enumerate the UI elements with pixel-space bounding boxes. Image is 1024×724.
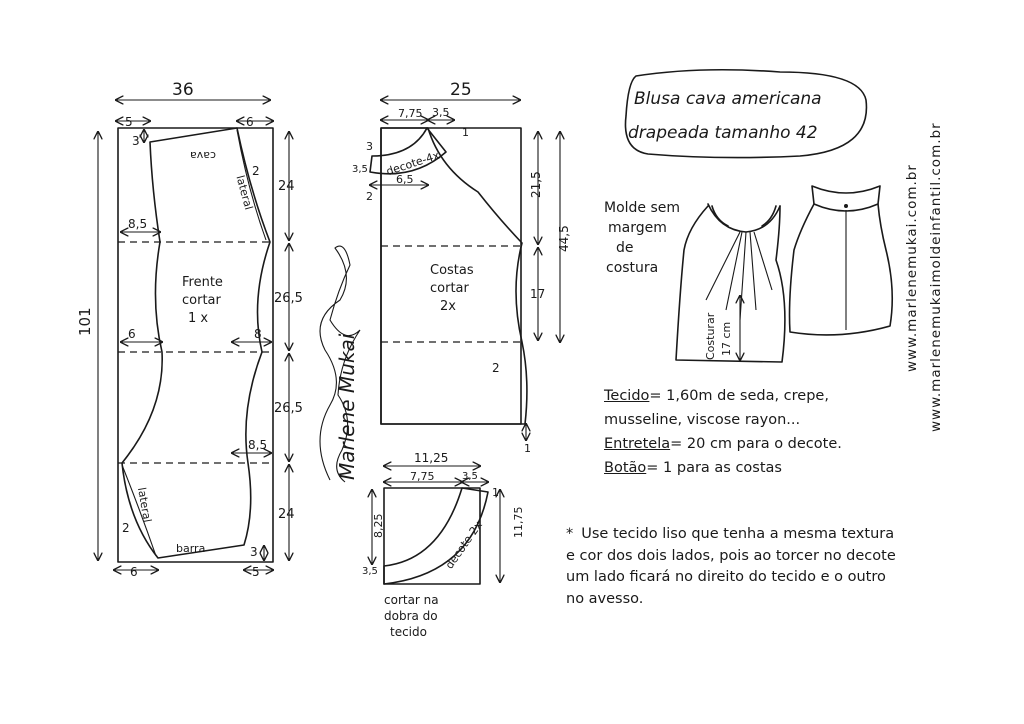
front-cut-count: 1 x <box>188 311 208 326</box>
back-cut-line <box>380 127 528 425</box>
back-pattern-piece: 25 7,75 3,5 1 3 3,5 2 6,5 decote-4x 21,5… <box>352 80 571 455</box>
front-hem-word: barra <box>176 542 205 555</box>
subtitle-line-3: de <box>616 240 634 256</box>
subtitle-line-1: Molde sem <box>604 200 680 216</box>
back-garment-sketch <box>788 185 894 336</box>
collar-cut-line <box>383 487 489 585</box>
back-neck-side-label: 3,5 <box>352 164 368 175</box>
front-segment-2: 26,5 <box>274 291 303 306</box>
collar-pattern-piece: 11,25 7,75 3,5 1 8,25 3,5 11,75 decote-2… <box>362 451 525 639</box>
front-right-offset-2: 8,5 <box>248 438 267 452</box>
materials-list: Tecido= 1,60m de seda, crepe, musseline,… <box>604 384 842 480</box>
collar-frame <box>383 487 481 585</box>
collar-right-height-label: 11,75 <box>512 507 525 539</box>
fabric-note: *Use tecido liso que tenha a mesma textu… <box>566 524 906 610</box>
front-armhole-guide <box>236 129 267 241</box>
subtitle-line-4: costura <box>606 260 658 276</box>
collar-left-height-label: 8,25 <box>372 514 385 539</box>
front-cut-line <box>121 127 271 559</box>
front-segment-3: 26,5 <box>274 401 303 416</box>
collar-fold-note-1: cortar na <box>384 593 439 607</box>
signature-text: Marlene Mukai <box>335 333 359 480</box>
title-bubble: Blusa cava americana drapeada tamanho 42 <box>624 68 868 159</box>
collar-width-label: 11,25 <box>414 451 448 465</box>
model-label-1: Costurar <box>704 312 717 360</box>
front-armhole-word: cava <box>190 149 216 162</box>
collar-top-extra-label: 3,5 <box>462 471 478 482</box>
model-label-2: 17 cm <box>720 322 733 356</box>
back-cut-count: 2x <box>440 299 456 314</box>
button-text: = 1 para as costas <box>646 460 782 476</box>
front-top-drop-label: 3 <box>132 134 140 148</box>
fabric-label: Tecido <box>604 388 650 404</box>
front-left-offset-2: 6 <box>128 327 136 341</box>
back-hem-drop-label: 1 <box>524 442 531 455</box>
front-width-label: 36 <box>172 80 194 100</box>
back-width-label: 25 <box>450 80 472 100</box>
collar-inner-label: 7,75 <box>410 470 435 483</box>
front-left-offset-1: 8,5 <box>128 217 147 231</box>
fabric-text: = 1,60m de seda, crepe, <box>649 388 829 404</box>
title-line-1: Blusa cava americana <box>634 89 822 109</box>
subtitle-line-2: margem <box>608 220 667 236</box>
interfacing-line: Entretela= 20 cm para o decote. <box>604 432 842 456</box>
back-neck-inner-label: 6,5 <box>396 173 414 186</box>
front-piece-name: Frente <box>182 275 223 290</box>
front-garment-sketch: Costurar 17 cm <box>675 203 786 363</box>
front-pattern-piece: 36 101 5 6 3 8,5 6 8 8,5 24 26,5 26,5 24… <box>76 80 303 579</box>
title-line-2: drapeada tamanho 42 <box>628 123 818 143</box>
back-left-bottom-label: 2 <box>366 190 373 203</box>
back-neck-width-label: 7,75 <box>398 107 423 120</box>
website-2: www.marlenemukaimoldeinfantil.com.br <box>928 122 944 432</box>
back-side-drop-label: 2 <box>492 361 500 375</box>
button-icon <box>844 204 848 208</box>
front-bottom-drop-label: 3 <box>250 545 258 559</box>
back-neck-strip-label: 3,5 <box>432 106 450 119</box>
back-side-mid-label: 17 <box>530 287 545 301</box>
fabric-line: Tecido= 1,60m de seda, crepe, <box>604 384 842 408</box>
front-right-offset-1: 8 <box>254 327 262 341</box>
fabric-line-2: musseline, viscose rayon... <box>604 408 842 432</box>
front-segment-1: 24 <box>278 179 295 194</box>
fabric-text-2: musseline, viscose rayon... <box>604 412 801 428</box>
website-1: www.marlenemukai.com.br <box>904 164 920 372</box>
collar-left-small-label: 3,5 <box>362 566 378 577</box>
back-total-label: 44,5 <box>557 225 571 252</box>
back-left-drop-label: 3 <box>366 140 373 153</box>
front-height-label: 101 <box>76 307 94 336</box>
back-collar-band <box>369 127 447 175</box>
collar-fold-note-2: dobra do <box>384 609 438 623</box>
interfacing-text: = 20 cm para o decote. <box>670 436 842 452</box>
interfacing-label: Entretela <box>604 436 671 452</box>
front-top-left-label: 5 <box>125 115 133 129</box>
front-left-drop: 2 <box>122 521 130 535</box>
signature: Marlene Mukai <box>319 245 361 483</box>
collar-fold-note-3: tecido <box>390 625 427 639</box>
front-side-word-bottom: lateral <box>135 486 154 523</box>
back-neck-top-label: 1 <box>462 126 469 139</box>
front-frame <box>117 127 274 563</box>
note-marker: * <box>566 526 574 542</box>
front-cut-instruction: cortar <box>182 293 222 308</box>
front-right-drop: 2 <box>252 164 260 178</box>
note-text: Use tecido liso que tenha a mesma textur… <box>566 526 896 607</box>
front-bottom-right-label: 5 <box>252 565 260 579</box>
front-segment-4: 24 <box>278 507 295 522</box>
collar-label: decote-2x <box>443 518 486 571</box>
back-cut-instruction: cortar <box>430 281 470 296</box>
front-hem-guide <box>121 464 157 557</box>
button-line: Botão= 1 para as costas <box>604 456 842 480</box>
collar-top-drop-label: 1 <box>492 486 499 499</box>
button-label: Botão <box>604 460 647 476</box>
back-side-top-label: 21,5 <box>529 171 543 198</box>
back-piece-name: Costas <box>430 263 474 278</box>
front-top-right-label: 6 <box>246 115 254 129</box>
front-bottom-left-label: 6 <box>130 565 138 579</box>
front-side-word-top: lateral <box>233 174 255 211</box>
